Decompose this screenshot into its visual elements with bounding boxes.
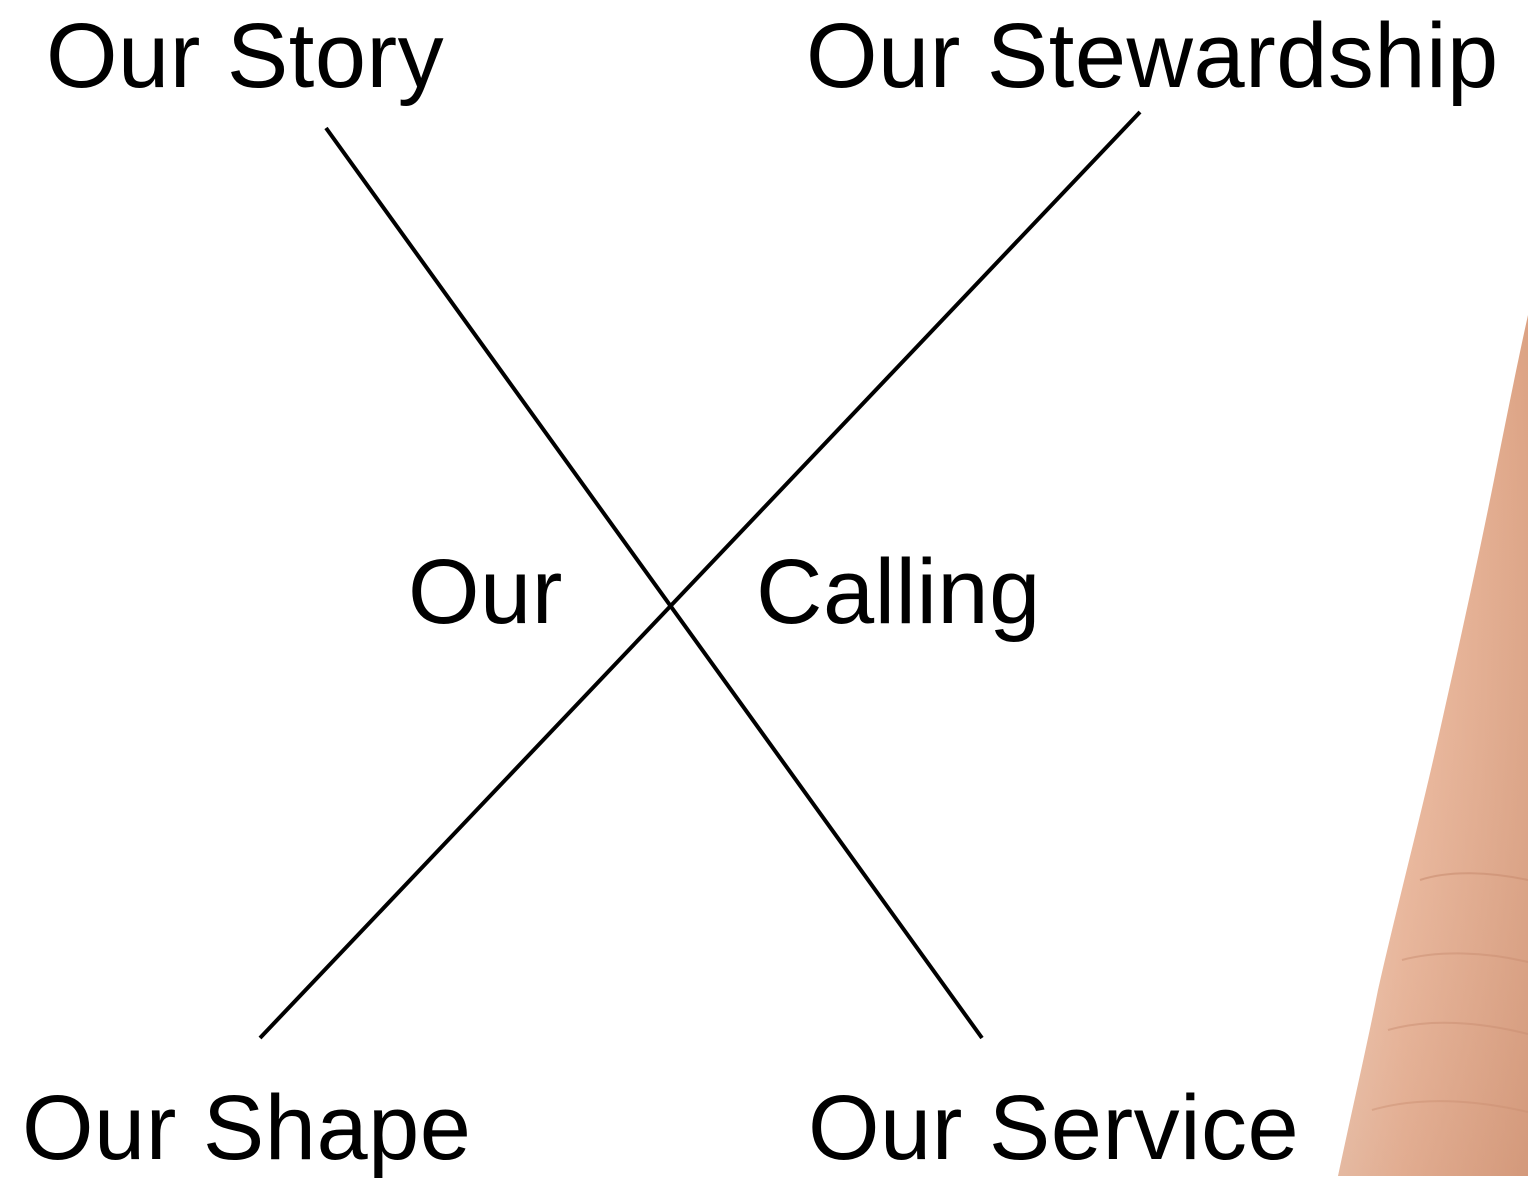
label-our-stewardship: Our Stewardship xyxy=(806,5,1499,107)
label-our-service: Our Service xyxy=(808,1077,1300,1179)
label-our-shape: Our Shape xyxy=(22,1077,472,1179)
label-center-our: Our xyxy=(408,541,563,643)
label-center-calling: Calling xyxy=(756,541,1041,643)
line-stewardship-to-shape xyxy=(258,110,1142,1040)
line-story-to-service xyxy=(324,126,984,1040)
label-our-story: Our Story xyxy=(46,5,445,107)
